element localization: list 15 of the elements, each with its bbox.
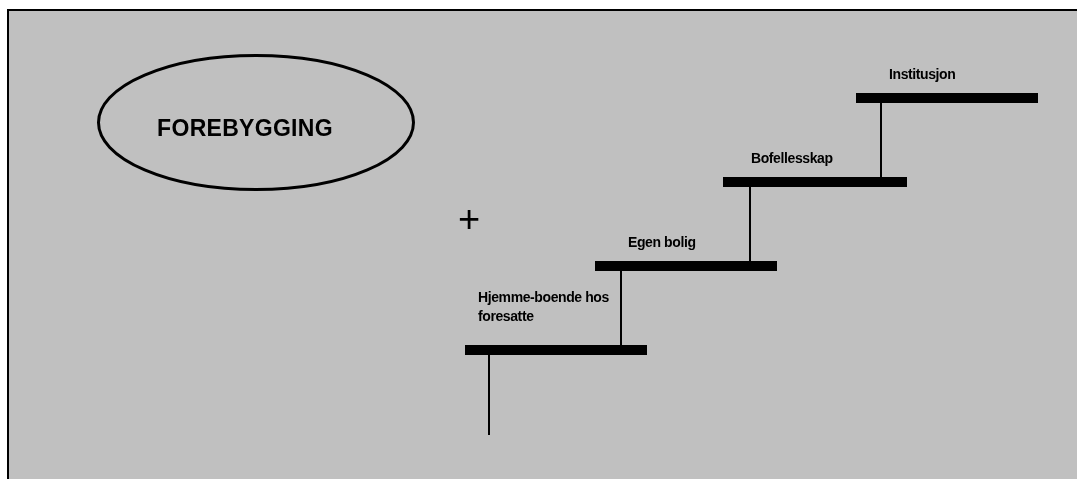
connector-line — [880, 102, 882, 178]
step-label: Egen bolig — [628, 233, 697, 252]
step-bar — [465, 345, 647, 355]
step-label: Institusjon — [889, 65, 957, 84]
step-bar — [856, 93, 1038, 103]
step-bar — [723, 177, 907, 187]
connector-line — [488, 354, 490, 436]
connector-line — [749, 186, 751, 262]
plus-sign: + — [458, 200, 481, 238]
ellipse-label: FOREBYGGING — [157, 115, 333, 142]
step-bar — [595, 261, 777, 271]
ellipse-node — [97, 54, 415, 191]
connector-line — [620, 270, 622, 346]
step-label: Hjemme-boende hos foresatte — [478, 288, 610, 326]
step-label: Bofellesskap — [751, 149, 834, 168]
